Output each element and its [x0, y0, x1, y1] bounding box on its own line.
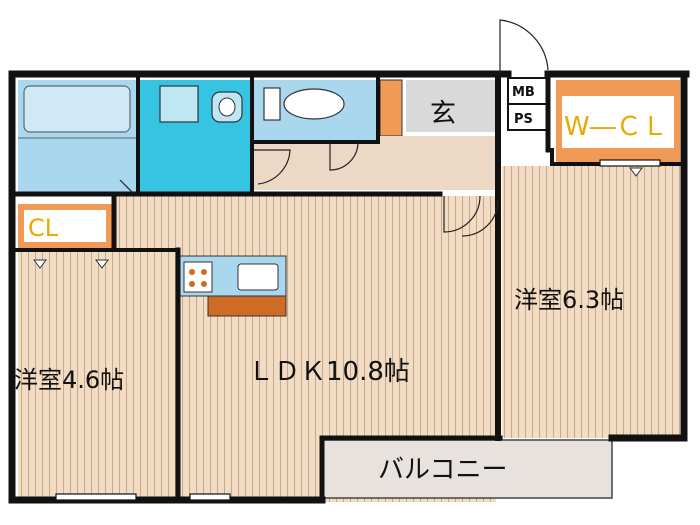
- kitchen-counter: [207, 295, 287, 317]
- ps-label: PS: [514, 112, 533, 127]
- entrance: [406, 80, 496, 132]
- stove: [183, 261, 213, 293]
- balcony-label: バルコニー: [378, 455, 507, 485]
- washing-machine: [159, 85, 199, 123]
- shoe-cabinet: [379, 79, 403, 137]
- kitchen-sink: [237, 263, 279, 291]
- western-room-right-label: 洋室6.3帖: [514, 286, 624, 314]
- entry-hall: [254, 142, 496, 190]
- bathtub: [23, 85, 131, 133]
- entrance-label: 玄: [430, 99, 456, 129]
- western-room-left-floor: [18, 248, 178, 502]
- mb-label: MB: [512, 85, 535, 100]
- closet-label: CL: [28, 214, 59, 242]
- walk-in-closet-label: W―ＣＬ: [564, 112, 668, 142]
- ldk-label: ＬＤＫ10.8帖: [248, 357, 410, 387]
- western-room-left-label: 洋室4.6帖: [14, 366, 124, 394]
- toilet-bowl: [283, 88, 345, 120]
- balcony: [321, 439, 613, 499]
- western-room-right-floor: [502, 166, 680, 438]
